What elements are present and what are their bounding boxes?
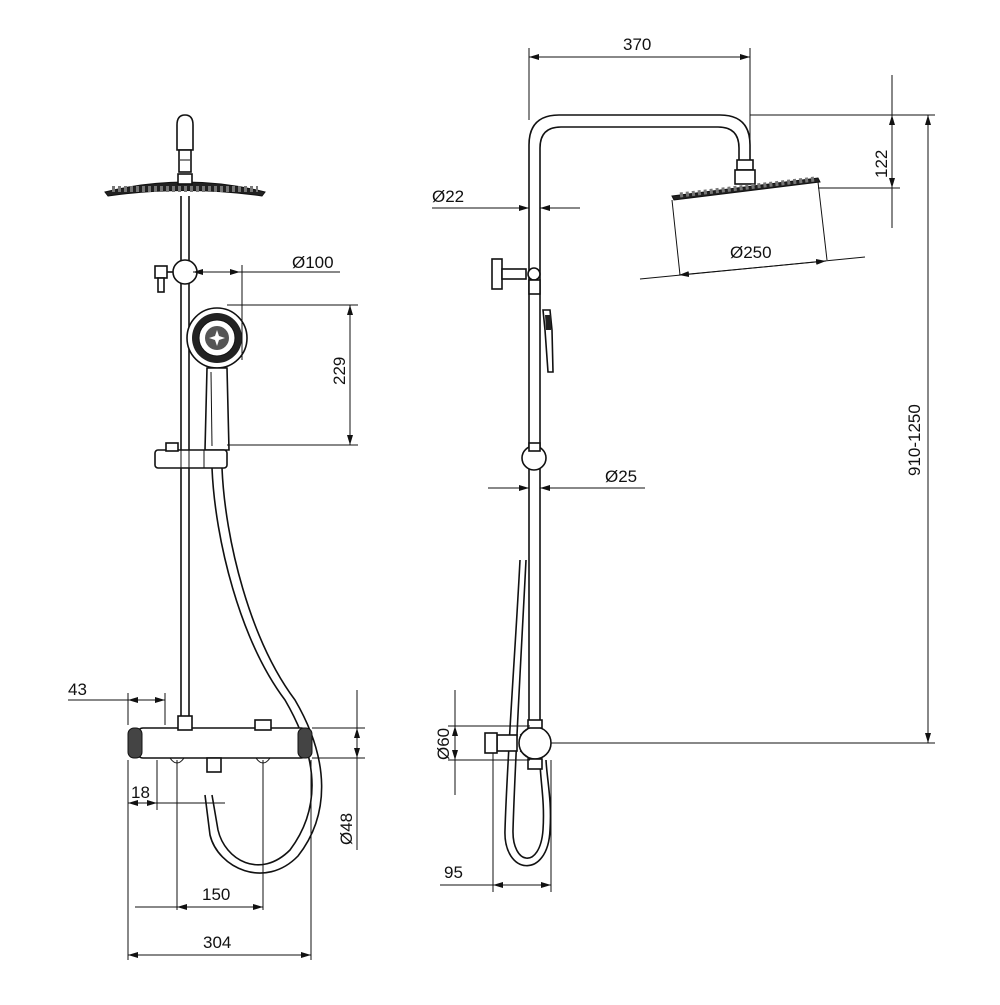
dim-diameter-48: Ø48	[337, 813, 356, 845]
slider-holder-front	[154, 442, 228, 469]
thermostatic-mixer-front	[127, 715, 313, 773]
rain-shower-head-side	[671, 176, 821, 201]
dim-229: 229	[330, 357, 349, 385]
hand-shower-side	[542, 309, 554, 373]
diverter-knob-front	[154, 259, 198, 293]
dim-diameter-250: Ø250	[730, 243, 772, 262]
dim-43: 43	[68, 680, 87, 699]
dim-diameter-100: Ø100	[292, 253, 334, 272]
dim-304: 304	[203, 933, 231, 952]
gooseneck-outer	[528, 114, 751, 720]
diverter-knob-side	[491, 258, 541, 295]
riser-connector	[178, 149, 192, 173]
dim-150: 150	[202, 885, 230, 904]
dim-910-1250: 910-1250	[905, 404, 924, 476]
hose-outer	[211, 467, 313, 866]
dim-370: 370	[623, 35, 651, 54]
dim-122: 122	[872, 150, 891, 178]
dim-diameter-60: Ø60	[434, 728, 453, 760]
gooseneck-inner	[539, 126, 740, 720]
rain-shower-head-front	[104, 173, 266, 197]
slider-holder-side	[521, 442, 547, 471]
side-view: 370 122 Ø22 Ø250 Ø25 910-1250 Ø60	[432, 35, 935, 892]
dim-diameter-25: Ø25	[605, 467, 637, 486]
hand-shower-front	[186, 307, 248, 451]
riser-top	[176, 114, 194, 151]
dim-18: 18	[131, 783, 150, 802]
hose-inner	[204, 467, 323, 874]
dim-95: 95	[444, 863, 463, 882]
dim-diameter-22: Ø22	[432, 187, 464, 206]
front-view: Ø100 229 43 18 150 304 Ø48	[68, 114, 365, 960]
thermostatic-mixer-side	[484, 719, 552, 770]
hose-side	[512, 559, 545, 859]
